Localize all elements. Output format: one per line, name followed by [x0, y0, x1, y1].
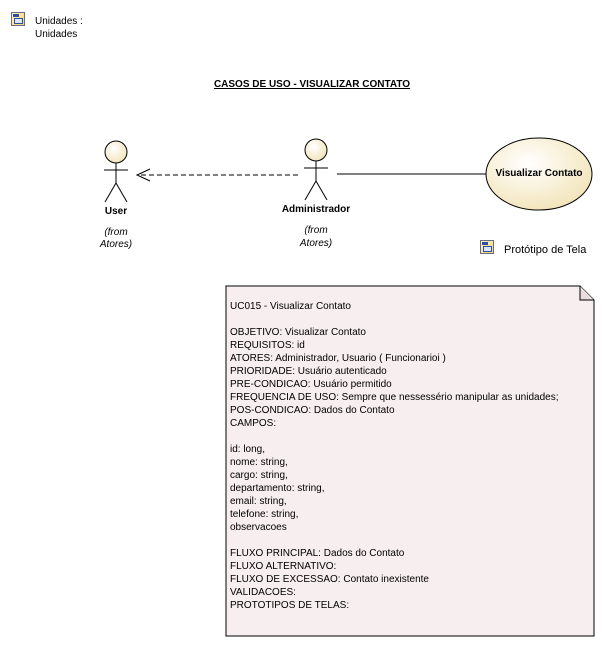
package-name-line2: Unidades [35, 29, 78, 40]
note-line: FLUXO DE EXCESSAO: Contato inexistente [230, 574, 429, 585]
note-line: FLUXO PRINCIPAL: Dados do Contato [230, 548, 405, 559]
actor-administrador[interactable] [304, 138, 328, 201]
note-line: ATORES: Administrador, Usuario ( Funcion… [230, 353, 446, 364]
actor-administrador-from-1: (from [304, 225, 328, 236]
note-line: POS-CONDICAO: Dados do Contato [230, 405, 395, 416]
prototype-link-label[interactable]: Protótipo de Tela [504, 244, 587, 256]
package-name-line1: Unidades : [35, 16, 83, 27]
actor-administrador-label: Administrador [281, 204, 351, 215]
note-line: id: long, [230, 444, 266, 455]
note-line: telefone: string, [230, 509, 299, 520]
prototype-package-icon[interactable] [480, 240, 494, 254]
note-line: nome: string, [230, 457, 288, 468]
use-case-ellipse[interactable] [485, 137, 593, 211]
actor-administrador-from-2: Atores) [299, 238, 333, 249]
note-line: PRE-CONDICAO: Usuário permitido [230, 379, 392, 390]
note-line: CAMPOS: [230, 418, 277, 429]
note-line: UC015 - Visualizar Contato [230, 301, 351, 312]
actor-user-from-1: (from [104, 227, 128, 238]
note-line: departamento: string, [230, 483, 325, 494]
package-icon [11, 12, 25, 26]
use-case-label: Visualizar Contato [495, 168, 583, 179]
note-line [230, 313, 558, 326]
actor-user-from-2: Atores) [99, 239, 133, 250]
actor-user[interactable] [104, 140, 128, 203]
note-line: PROTOTIPOS DE TELAS: [230, 600, 350, 611]
note-shape [225, 285, 595, 637]
note-line: REQUISITOS: id [230, 340, 305, 351]
note-line: FLUXO ALTERNATIVO: [230, 561, 337, 572]
note-line: cargo: string, [230, 470, 288, 481]
note-line [230, 430, 558, 443]
note-line: email: string, [230, 496, 287, 507]
note-line: FREQUENCIA DE USO: Sempre que nessesséri… [230, 392, 559, 403]
note-line: OBJETIVO: Visualizar Contato [230, 327, 366, 338]
note-line: observacoes [230, 522, 287, 533]
note-line: PRIORIDADE: Usuário autenticado [230, 366, 387, 377]
actor-user-label: User [104, 206, 128, 217]
note-line [230, 534, 558, 547]
note-line: VALIDACOES: [230, 587, 296, 598]
dependency-arrow [135, 168, 298, 182]
diagram-title: CASOS DE USO - VISUALIZAR CONTATO [213, 79, 411, 90]
